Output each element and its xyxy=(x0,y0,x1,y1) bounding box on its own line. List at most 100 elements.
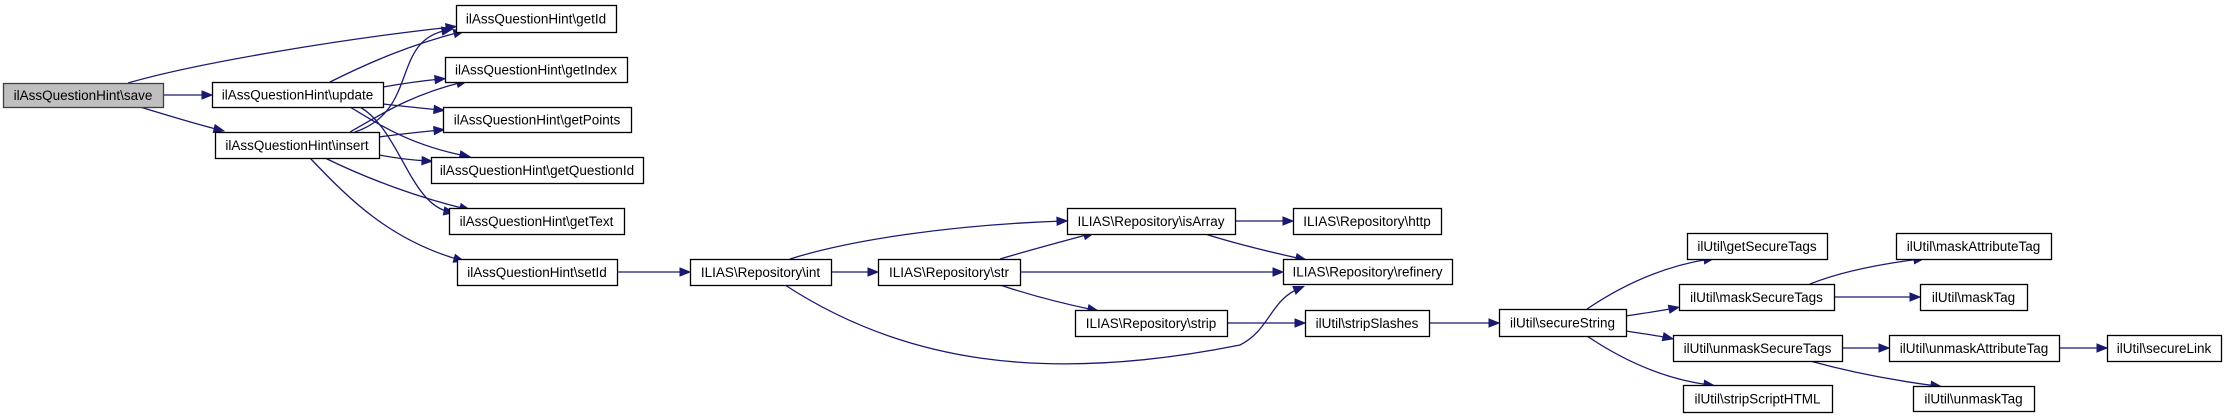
edge-line xyxy=(1625,330,1670,339)
node-label: ILIAS\Repository\strip xyxy=(1086,316,1217,331)
node-box[interactable] xyxy=(211,81,385,109)
node-box[interactable] xyxy=(1672,334,1844,363)
edge-save-to-getId xyxy=(127,22,458,84)
node-update[interactable]: ilAssQuestionHint\update xyxy=(211,81,385,109)
arrowhead-icon xyxy=(1056,216,1069,226)
node-maskAttributeTag[interactable]: ilUtil\maskAttributeTag xyxy=(1895,232,2053,261)
node-getIndex[interactable]: ilAssQuestionHint\getIndex xyxy=(444,56,629,84)
node-label: ILIAS\Repository\http xyxy=(1303,214,1431,229)
node-setId[interactable]: ilAssQuestionHint\setId xyxy=(456,258,619,287)
arrowhead-icon xyxy=(433,125,446,136)
node-box[interactable] xyxy=(456,258,619,287)
edge-update-to-getIndex xyxy=(382,74,447,88)
node-box[interactable] xyxy=(1895,232,2053,261)
edge-line xyxy=(378,154,429,162)
node-box[interactable] xyxy=(1912,385,2036,413)
edge-setId-to-int xyxy=(617,267,692,277)
edge-line xyxy=(1809,360,1938,387)
edge-save-to-update xyxy=(163,90,214,100)
edge-update-to-getId xyxy=(329,29,466,83)
node-box[interactable] xyxy=(444,56,629,84)
arrowhead-icon xyxy=(433,104,446,115)
node-box[interactable] xyxy=(689,258,833,287)
arrowhead-icon xyxy=(201,90,214,100)
edge-secureString-to-unmaskSecureTags xyxy=(1625,330,1675,342)
arrowhead-icon xyxy=(1294,318,1307,328)
node-getQuestionId[interactable]: ilAssQuestionHint\getQuestionId xyxy=(430,156,645,185)
arrowhead-icon xyxy=(1667,304,1681,314)
edge-line xyxy=(324,157,467,210)
node-box[interactable] xyxy=(1498,308,1628,338)
node-box[interactable] xyxy=(1074,309,1229,338)
edge-line xyxy=(349,81,464,133)
edge-str-to-refinery xyxy=(1020,267,1285,277)
arrowhead-icon xyxy=(1909,292,1922,302)
edge-int-to-str xyxy=(831,267,880,277)
node-secureString[interactable]: ilUtil\secureString xyxy=(1498,308,1628,338)
edge-secureString-to-maskSecureTags xyxy=(1625,304,1681,317)
node-box[interactable] xyxy=(430,156,645,185)
node-box[interactable] xyxy=(455,4,618,34)
node-box[interactable] xyxy=(442,106,633,134)
node-box[interactable] xyxy=(877,258,1022,287)
node-http[interactable]: ILIAS\Repository\http xyxy=(1292,207,1443,236)
edge-strip-to-stripSlashes xyxy=(1227,318,1307,328)
node-label: ILIAS\Repository\isArray xyxy=(1077,214,1224,229)
node-box[interactable] xyxy=(1686,232,1829,261)
node-label: ilUtil\stripSlashes xyxy=(1316,316,1419,331)
node-box[interactable] xyxy=(1066,207,1237,236)
arrowhead-icon xyxy=(867,267,880,277)
node-strip[interactable]: ILIAS\Repository\strip xyxy=(1074,309,1229,338)
node-stripSlashes[interactable]: ilUtil\stripSlashes xyxy=(1304,309,1431,338)
node-label: ILIAS\Repository\int xyxy=(701,265,821,280)
node-box[interactable] xyxy=(1919,283,2029,312)
node-label: ilAssQuestionHint\setId xyxy=(467,265,607,280)
arrowhead-icon xyxy=(1282,216,1295,226)
edge-line xyxy=(999,233,1091,260)
node-label: ilAssQuestionHint\getPoints xyxy=(454,113,621,128)
node-getSecureTags[interactable]: ilUtil\getSecureTags xyxy=(1686,232,1829,261)
node-label: ilUtil\getSecureTags xyxy=(1697,239,1817,254)
node-isArray[interactable]: ILIAS\Repository\isArray xyxy=(1066,207,1237,236)
edge-str-to-strip xyxy=(999,284,1100,314)
node-box[interactable] xyxy=(1304,309,1431,338)
node-label: ilAssQuestionHint\getId xyxy=(466,12,606,27)
node-box[interactable] xyxy=(1292,207,1443,236)
arrowhead-icon xyxy=(679,267,692,277)
node-box[interactable] xyxy=(1888,334,2061,363)
node-unmaskAttributeTag[interactable]: ilUtil\unmaskAttributeTag xyxy=(1888,334,2061,363)
arrowhead-icon xyxy=(1272,267,1285,277)
node-secureLink[interactable]: ilUtil\secureLink xyxy=(2106,334,2223,363)
node-save[interactable]: ilAssQuestionHint\save xyxy=(2,82,165,109)
edge-unmaskAttributeTag-to-secureLink xyxy=(2059,343,2109,353)
node-getId[interactable]: ilAssQuestionHint\getId xyxy=(455,4,618,34)
node-maskTag[interactable]: ilUtil\maskTag xyxy=(1919,283,2029,312)
node-int[interactable]: ILIAS\Repository\int xyxy=(689,258,833,287)
node-stripScriptHTML[interactable]: ilUtil\stripScriptHTML xyxy=(1682,384,1834,414)
node-str[interactable]: ILIAS\Repository\str xyxy=(877,258,1022,287)
node-label: ilAssQuestionHint\getQuestionId xyxy=(440,163,634,178)
edge-line xyxy=(1204,233,1303,260)
node-box[interactable] xyxy=(1682,384,1834,414)
node-box[interactable] xyxy=(214,131,381,160)
node-label: ILIAS\Repository\refinery xyxy=(1292,265,1442,280)
node-maskSecureTags[interactable]: ilUtil\maskSecureTags xyxy=(1678,283,1836,312)
arrowhead-icon xyxy=(212,123,226,134)
node-refinery[interactable]: ILIAS\Repository\refinery xyxy=(1282,258,1454,286)
node-label: ilUtil\unmaskAttributeTag xyxy=(1900,341,2049,356)
node-label: ilAssQuestionHint\insert xyxy=(225,138,369,153)
node-box[interactable] xyxy=(2,82,165,109)
node-box[interactable] xyxy=(1282,258,1454,286)
node-unmaskSecureTags[interactable]: ilUtil\unmaskSecureTags xyxy=(1672,334,1844,363)
node-insert[interactable]: ilAssQuestionHint\insert xyxy=(214,131,381,160)
node-getText[interactable]: ilAssQuestionHint\getText xyxy=(448,207,626,236)
node-box[interactable] xyxy=(2106,334,2223,363)
node-unmaskTag[interactable]: ilUtil\unmaskTag xyxy=(1912,385,2036,413)
node-getPoints[interactable]: ilAssQuestionHint\getPoints xyxy=(442,106,633,134)
edge-int-to-refinery xyxy=(784,284,1305,365)
edge-line xyxy=(784,284,1301,365)
node-box[interactable] xyxy=(448,207,626,236)
node-box[interactable] xyxy=(1678,283,1836,312)
node-label: ilAssQuestionHint\update xyxy=(222,88,374,103)
